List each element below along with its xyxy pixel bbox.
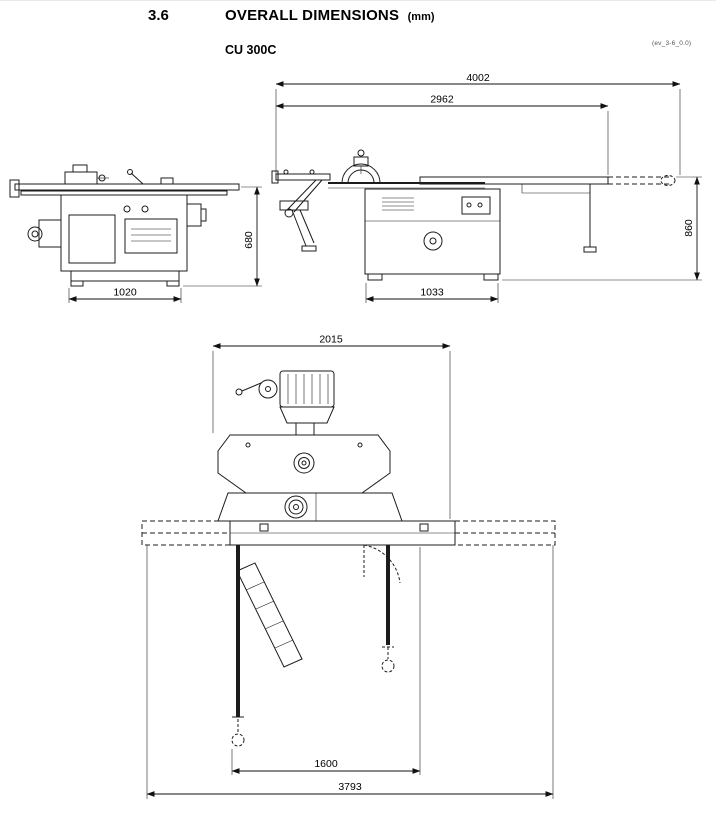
dim-side-base-width: 1020: [68, 287, 182, 303]
section-number: 3.6: [148, 7, 169, 24]
dim-plan-fence-travel: 1600: [231, 547, 421, 775]
dim-label-1020: 1020: [113, 287, 137, 299]
dim-label-860: 860: [683, 219, 695, 237]
dim-label-680: 680: [243, 231, 255, 249]
dim-plan-overall-span: 3793: [146, 545, 554, 799]
dim-front-table-length: 2962: [275, 94, 609, 175]
plan-view-drawing: 2015: [141, 334, 556, 799]
page-title: OVERALL DIMENSIONS: [225, 7, 400, 24]
dim-label-4002: 4002: [466, 72, 490, 84]
dim-plan-overall-width: 2015: [212, 334, 451, 519]
dim-label-1600: 1600: [314, 758, 338, 770]
side-view-drawing: 680 1020: [9, 164, 262, 303]
side-view-machine-outline: [9, 164, 240, 287]
front-view-drawing: 4002 2962: [271, 72, 702, 303]
front-view-machine-outline: [271, 149, 676, 281]
revision-code: (ev_3-6_0.0): [652, 40, 692, 47]
dim-front-height: 860: [502, 176, 702, 281]
plan-view-machine-outline: [141, 370, 556, 747]
dim-label-2015: 2015: [319, 334, 343, 346]
dim-label-2962: 2962: [430, 94, 454, 106]
dim-label-1033: 1033: [420, 287, 444, 299]
dim-front-base-length: 1033: [365, 283, 499, 303]
dim-label-3793: 3793: [338, 781, 362, 793]
page-header: OVERALL DIMENSIONS (mm): [225, 7, 435, 25]
units-label: (mm): [407, 11, 435, 23]
dim-side-height: 680: [183, 186, 262, 287]
dim-front-overall-length: 4002: [275, 72, 681, 179]
model-label: CU 300C: [225, 43, 277, 57]
